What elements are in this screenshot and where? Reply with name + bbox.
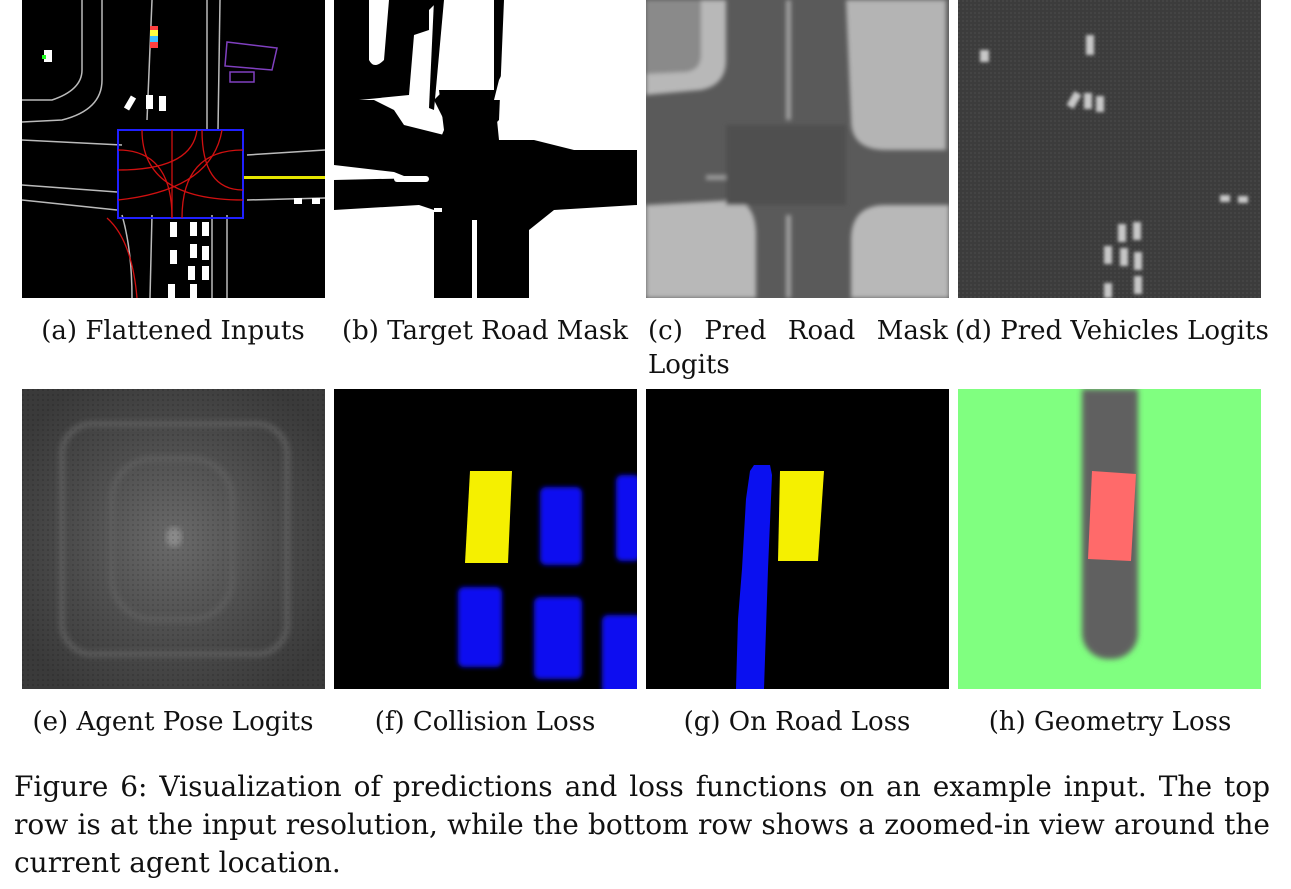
caption-c-line2: Logits [648,350,730,380]
panel-on-road-loss [646,389,949,689]
panel-agent-pose [22,389,325,689]
caption-c: (c) Pred Road Mask Logits [648,314,948,382]
panel-pred-road-mask [646,0,949,298]
figure-caption: Figure 6: Visualization of predictions a… [14,770,1270,879]
panel-geometry-loss [958,389,1261,689]
target-road-mask-image [334,0,637,298]
on-road-loss-image [646,389,949,689]
caption-h: (h) Geometry Loss [988,707,1232,737]
collision-loss-image [334,389,637,689]
geometry-loss-image [958,389,1261,689]
pred-vehicles-image [958,0,1261,298]
flattened-inputs-image [22,0,325,298]
caption-g: (g) On Road Loss [683,707,911,737]
caption-a: (a) Flattened Inputs [41,316,305,346]
panel-collision-loss [334,389,637,689]
caption-f: (f) Collision Loss [374,707,596,737]
caption-b: (b) Target Road Mask [341,316,629,346]
pred-road-mask-image [646,0,949,298]
panel-target-road-mask [334,0,637,298]
agent-pose-image [22,389,325,689]
caption-c-line1: (c) Pred Road Mask [648,316,948,346]
panel-pred-vehicles [958,0,1261,298]
caption-e: (e) Agent Pose Logits [32,707,314,737]
panel-flattened-inputs [22,0,325,298]
caption-d: (d) Pred Vehicles Logits [955,316,1269,346]
